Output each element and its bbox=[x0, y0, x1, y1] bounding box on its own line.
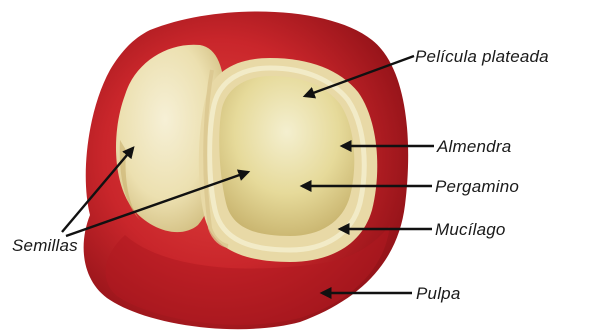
label-pergamino: Pergamino bbox=[435, 177, 519, 196]
label-almendra: Almendra bbox=[436, 137, 511, 156]
label-pulpa: Pulpa bbox=[416, 284, 460, 303]
label-semillas: Semillas bbox=[12, 236, 78, 255]
label-mucilago: Mucílago bbox=[435, 220, 506, 239]
right-seed bbox=[219, 76, 354, 236]
label-pelicula-plateada: Película plateada bbox=[415, 47, 549, 66]
